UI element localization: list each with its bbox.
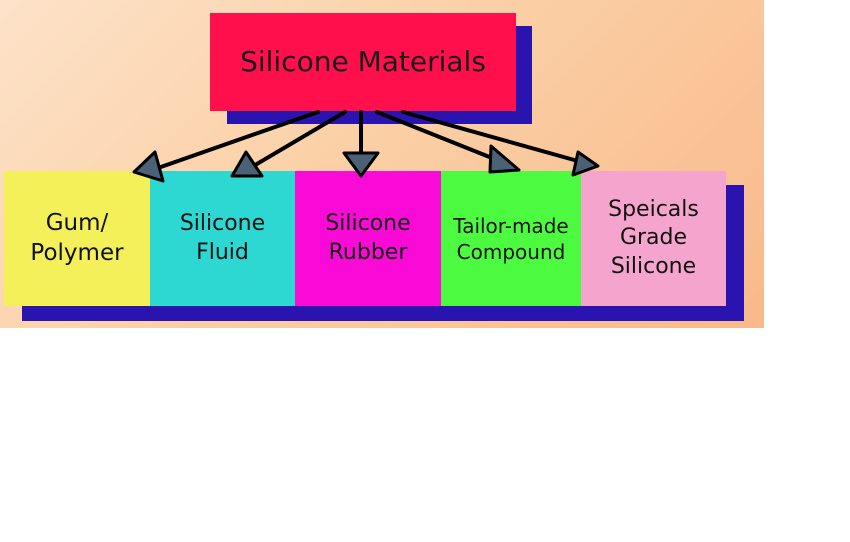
arrow-line-silicone-fluid bbox=[248, 110, 347, 170]
category-label-silicone-rubber: Silicone Rubber bbox=[325, 210, 411, 265]
category-tailor-made-compound: Tailor-made Compound bbox=[441, 171, 581, 306]
arrow-head-tailor-made-compound bbox=[488, 144, 521, 174]
title-box: Silicone Materials bbox=[210, 13, 516, 111]
category-label-silicone-fluid: Silicone Fluid bbox=[179, 210, 266, 265]
arrows bbox=[132, 110, 600, 183]
arrow-line-tailor-made-compound bbox=[375, 110, 499, 162]
diagram-panel: Silicone Materials Gum/ Polymer Silicone… bbox=[0, 0, 764, 328]
category-label-tailor-made-compound: Tailor-made Compound bbox=[453, 213, 569, 264]
category-silicone-fluid: Silicone Fluid bbox=[150, 171, 295, 306]
title-label: Silicone Materials bbox=[240, 44, 486, 78]
category-specials-grade-silicone: Speicals Grade Silicone bbox=[581, 171, 726, 306]
category-label-gum-polymer: Gum/ Polymer bbox=[30, 209, 124, 266]
category-silicone-rubber: Silicone Rubber bbox=[295, 171, 441, 306]
arrow-head-specials-grade-silicone bbox=[571, 150, 600, 177]
arrow-head-silicone-rubber bbox=[342, 151, 380, 178]
category-label-specials-grade-silicone: Speicals Grade Silicone bbox=[608, 196, 699, 279]
arrow-line-specials-grade-silicone bbox=[401, 110, 587, 165]
category-gum-polymer: Gum/ Polymer bbox=[4, 171, 150, 306]
arrow-head-silicone-fluid bbox=[230, 150, 264, 178]
arrow-head-gum-polymer bbox=[132, 150, 165, 183]
arrow-line-gum-polymer bbox=[156, 110, 320, 170]
